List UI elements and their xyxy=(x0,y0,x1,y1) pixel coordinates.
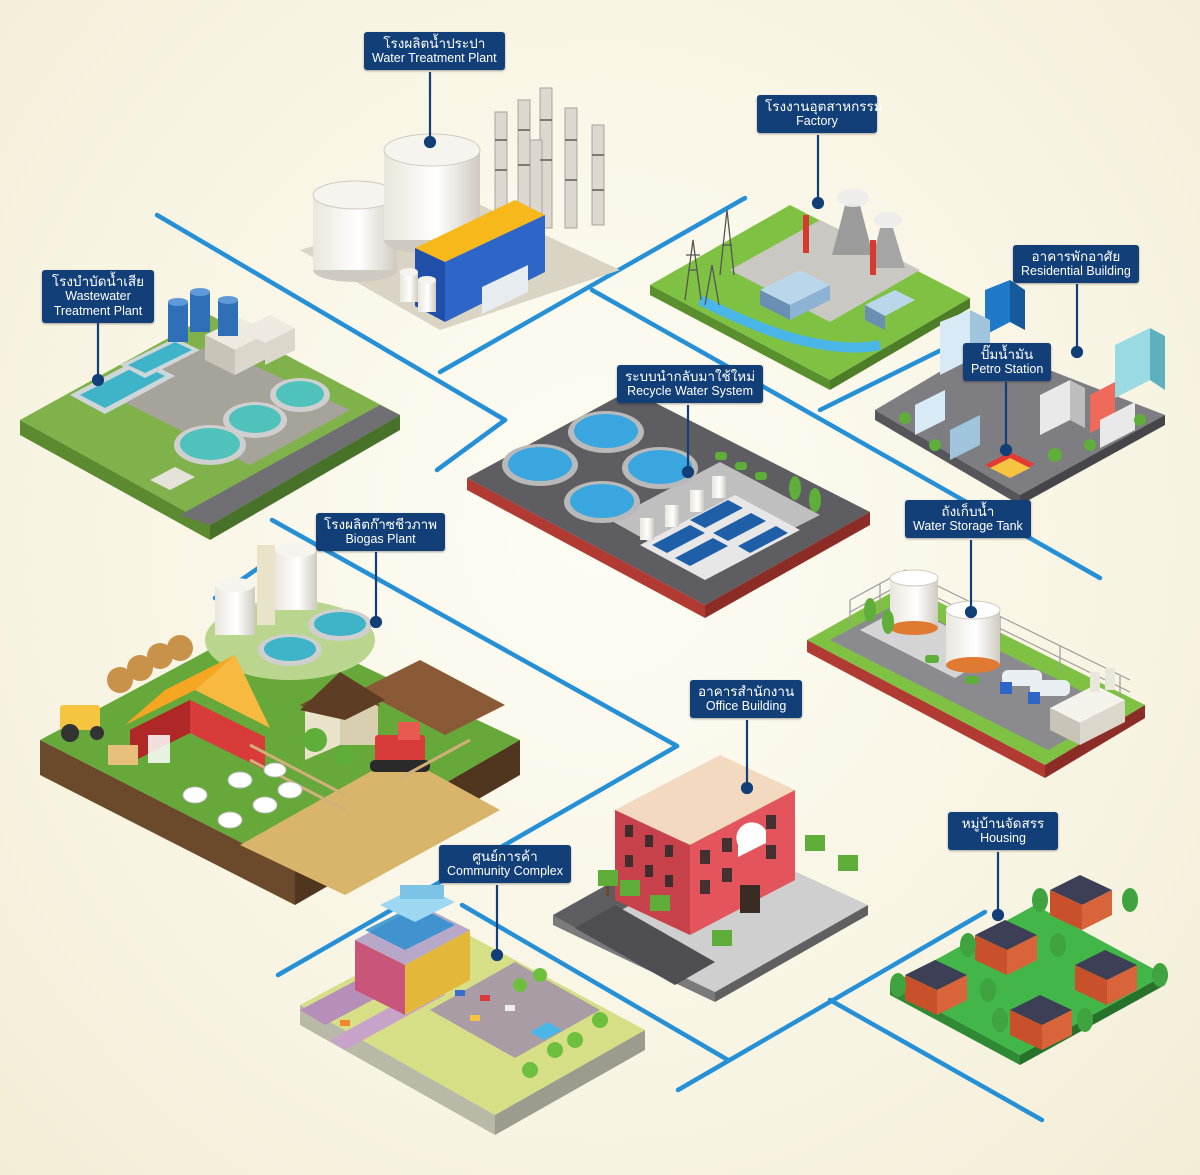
label-housing: หมู่บ้านจัดสรร Housing xyxy=(948,812,1058,850)
housing-illustration xyxy=(890,875,1168,1065)
label-english: Residential Building xyxy=(1021,264,1131,278)
wastewater-treatment-illustration xyxy=(20,288,400,540)
label-petro-station: ปั๊มน้ำมัน Petro Station xyxy=(963,343,1051,381)
pipe-line xyxy=(437,195,748,375)
water-treatment-plant-illustration xyxy=(300,87,620,330)
label-residential-building: อาคารพักอาศัย Residential Building xyxy=(1013,245,1139,283)
label-english: Factory xyxy=(796,114,838,128)
pipe-line xyxy=(434,417,508,473)
label-thai: ศูนย์การค้า xyxy=(472,849,538,864)
label-english: Community Complex xyxy=(447,864,564,878)
factory-illustration xyxy=(650,189,970,390)
label-community-complex: ศูนย์การค้า Community Complex xyxy=(439,845,572,883)
label-water-storage-tank: ถังเก็บน้ำ Water Storage Tank xyxy=(905,500,1031,538)
label-thai: โรงผลิตก๊าซชีวภาพ xyxy=(324,517,438,532)
pipe-line xyxy=(775,392,1103,581)
label-thai: ปั๊มน้ำมัน xyxy=(980,347,1034,362)
label-wastewater-treatment-plant: โรงบำบัดน้ำเสีย Wastewater Treatment Pla… xyxy=(42,270,154,323)
label-english: Biogas Plant xyxy=(345,532,416,546)
pipe-line xyxy=(154,212,508,423)
pipe-line xyxy=(459,902,731,1063)
label-english-line1: Wastewater xyxy=(65,289,131,303)
label-thai: หมู่บ้านจัดสรร xyxy=(961,816,1045,831)
label-thai: โรงผลิตน้ำประปา xyxy=(383,36,486,51)
label-water-treatment-plant: โรงผลิตน้ำประปา Water Treatment Plant xyxy=(364,32,505,70)
label-thai: ระบบนำกลับมาใช้ใหม่ xyxy=(625,369,756,384)
pipe-line xyxy=(269,517,680,749)
biogas-plant-illustration xyxy=(40,543,520,905)
office-building-illustration xyxy=(553,755,868,1002)
label-recycle-water-system: ระบบนำกลับมาใช้ใหม่ Recycle Water System xyxy=(617,365,764,403)
label-english: Office Building xyxy=(705,699,787,713)
community-complex-illustration xyxy=(300,885,645,1135)
label-english-line2: Treatment Plant xyxy=(53,304,143,318)
label-factory: โรงงานอุตสาหกรรม Factory xyxy=(757,95,883,133)
label-thai: อาคารพักอาศัย xyxy=(1031,249,1121,264)
label-biogas-plant: โรงผลิตก๊าซชีวภาพ Biogas Plant xyxy=(316,513,446,551)
label-english: Water Storage Tank xyxy=(913,519,1023,533)
label-english: Petro Station xyxy=(971,362,1044,376)
pipe-line xyxy=(827,997,1045,1123)
label-english: Recycle Water System xyxy=(627,384,754,398)
recycle-water-system-illustration xyxy=(467,390,870,618)
label-thai: อาคารสำนักงาน xyxy=(698,684,795,699)
water-storage-tank-illustration xyxy=(807,569,1145,778)
label-thai: ถังเก็บน้ำ xyxy=(941,504,995,519)
label-english: Housing xyxy=(980,831,1026,845)
label-thai: โรงงานอุตสาหกรรม xyxy=(765,99,883,114)
label-english: Water Treatment Plant xyxy=(372,51,497,65)
label-office-building: อาคารสำนักงาน Office Building xyxy=(690,680,803,718)
label-thai: โรงบำบัดน้ำเสีย xyxy=(51,274,145,289)
